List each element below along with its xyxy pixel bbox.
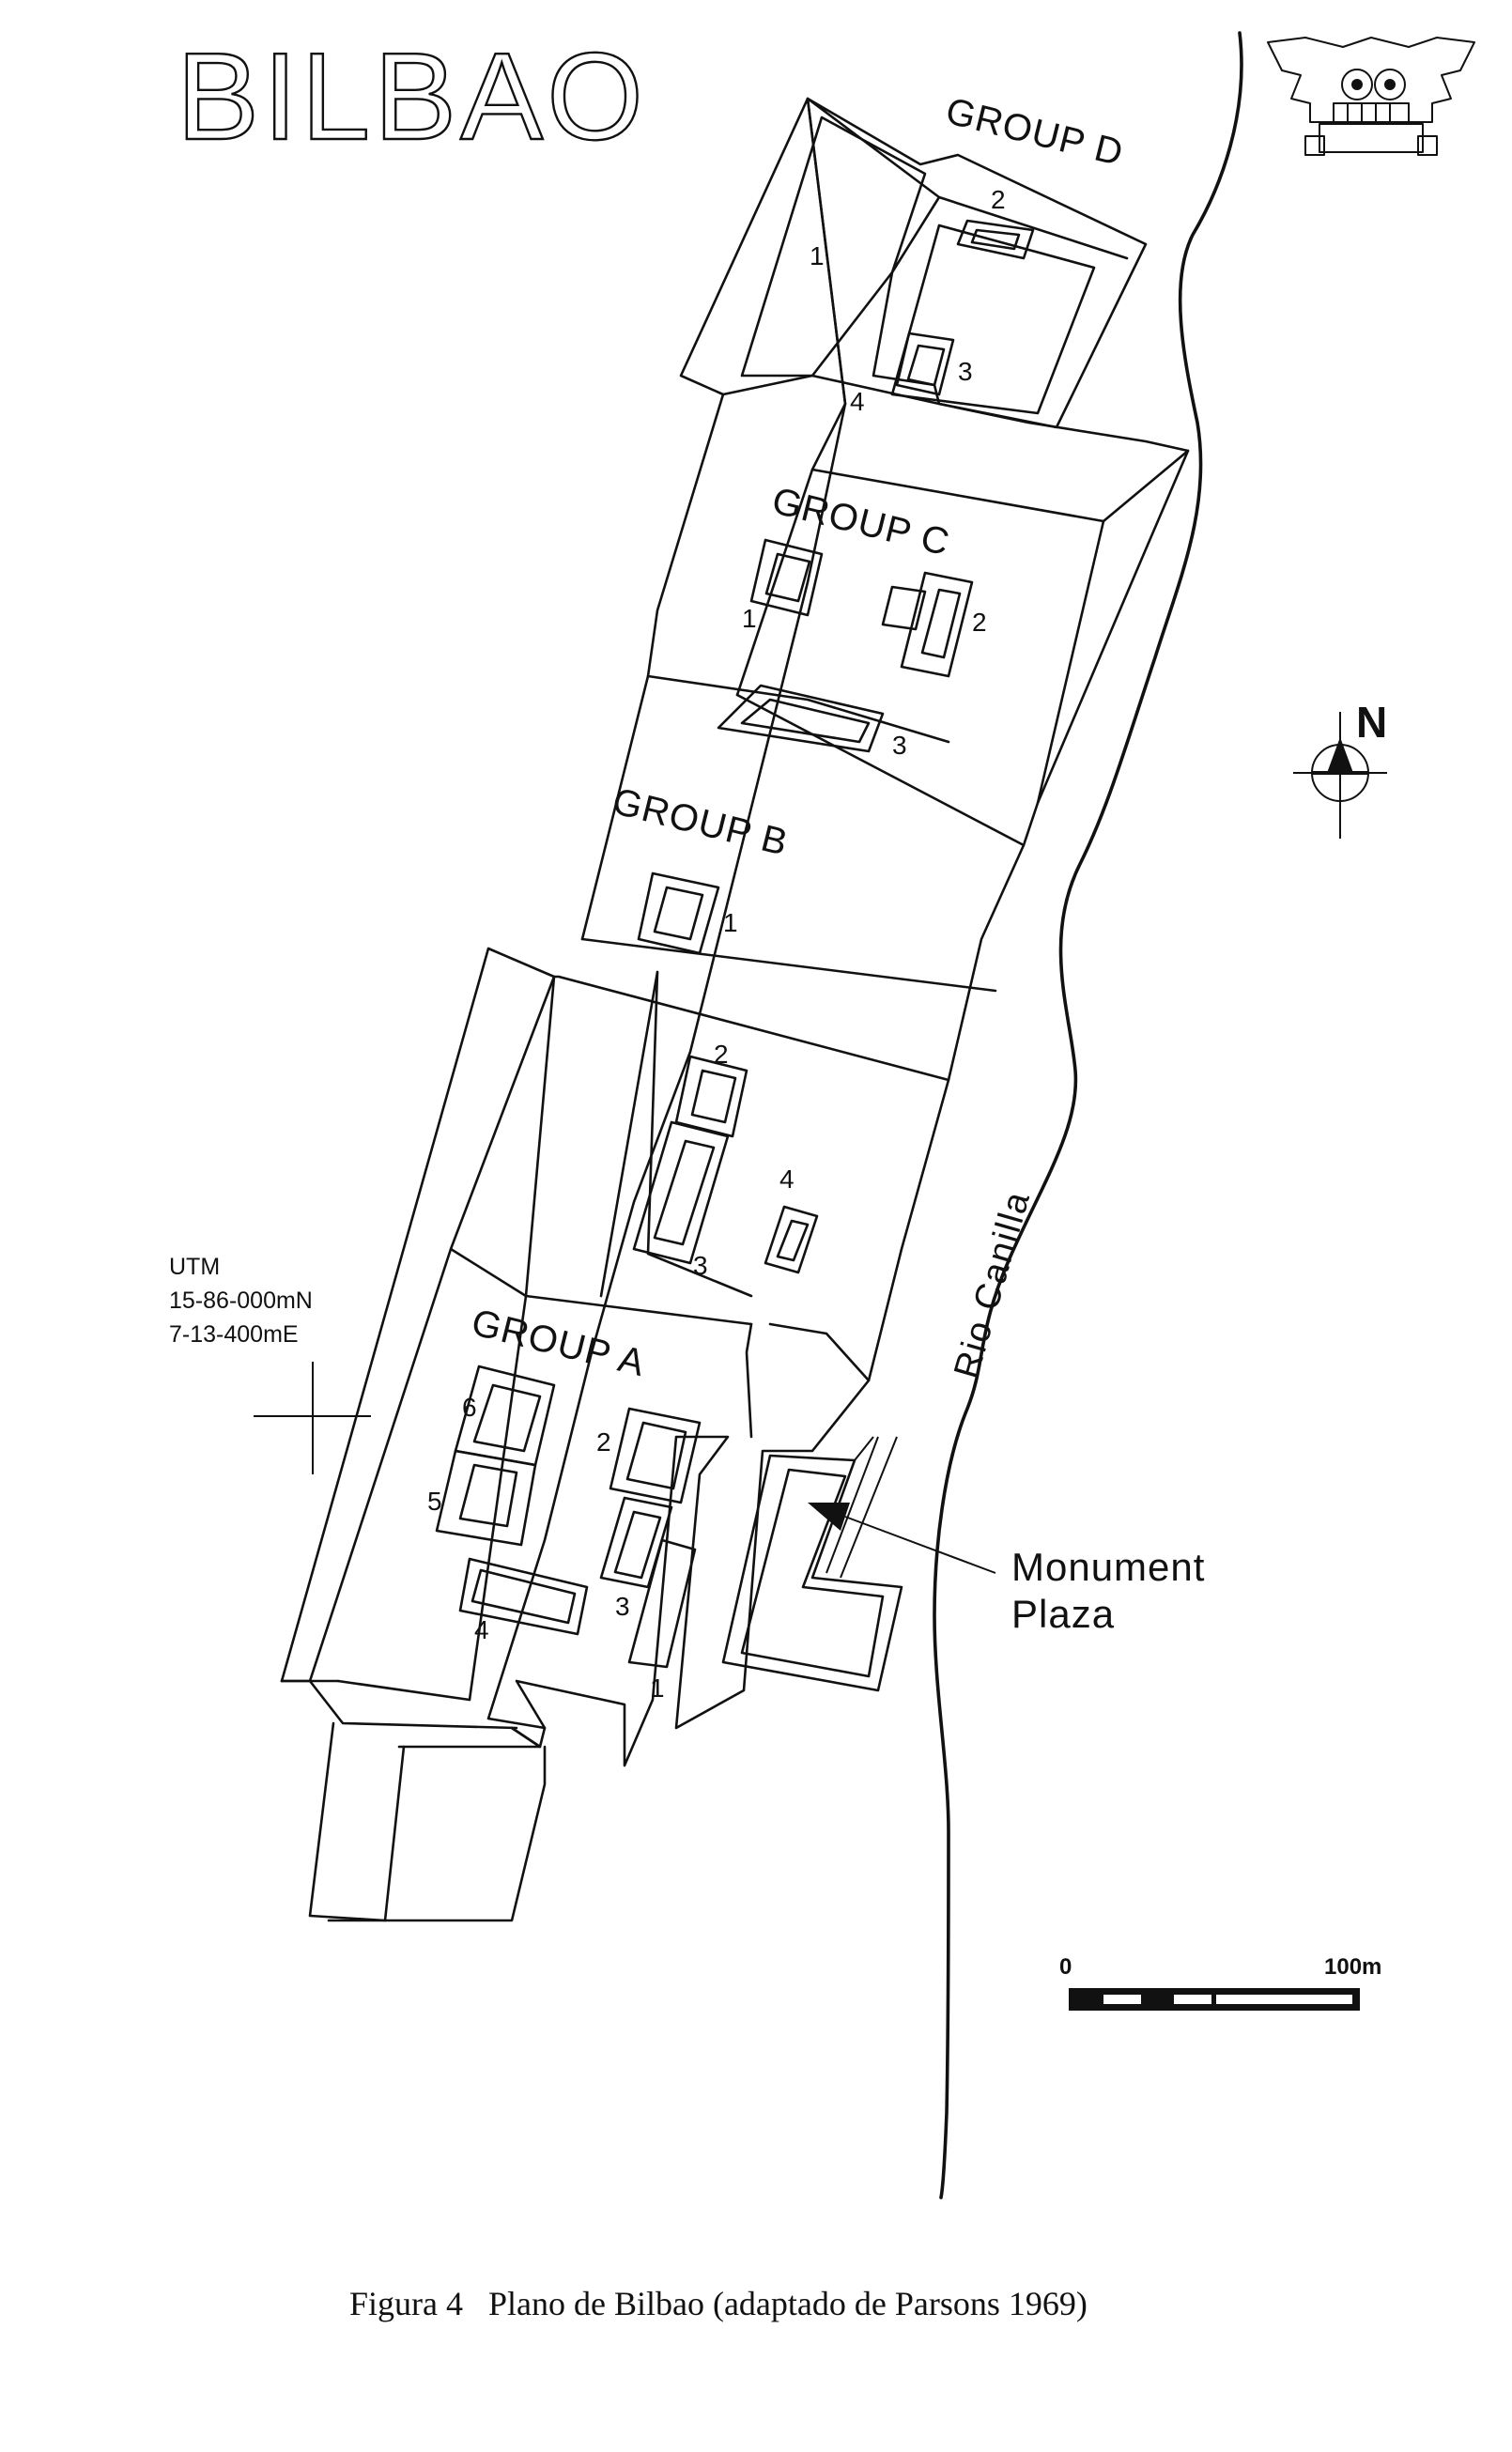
- structure-d1-label: 1: [810, 241, 825, 270]
- map-title: BILBAO: [177, 27, 647, 165]
- utm-reference: UTM 15-86-000mN 7-13-400mE: [169, 1254, 371, 1474]
- structure-d3-label: 3: [958, 357, 973, 386]
- structure-d4-label: 4: [850, 387, 865, 416]
- structure-b4-label: 4: [779, 1164, 795, 1194]
- north-label: N: [1356, 698, 1387, 747]
- utm-line-3: 7-13-400mE: [169, 1321, 299, 1348]
- scale-start-label: 0: [1059, 1954, 1072, 1980]
- mesoamerican-glyph-logo-icon: [1267, 37, 1475, 156]
- river-label: Rio Canilla: [947, 1186, 1038, 1382]
- structure-c2-label: 2: [972, 608, 987, 637]
- plaza-label-line-2: Plaza: [1011, 1592, 1115, 1636]
- scale-bar: 0 100m: [1059, 1954, 1381, 2011]
- north-arrow-icon: [1293, 712, 1387, 839]
- utm-line-2: 15-86-000mN: [169, 1288, 313, 1314]
- group-d: [740, 97, 1148, 429]
- monument-plaza: [721, 1436, 903, 1692]
- utm-crosshair-icon: [254, 1362, 371, 1474]
- structure-c1-label: 1: [742, 604, 757, 633]
- utm-line-1: UTM: [169, 1254, 220, 1280]
- structure-a4-label: 4: [474, 1615, 489, 1644]
- structure-c3-label: 3: [892, 731, 907, 760]
- main-platform: [280, 97, 1190, 1922]
- structure-b2-label: 2: [714, 1040, 729, 1069]
- group-c: [717, 538, 974, 753]
- scale-end-label: 100m: [1324, 1954, 1381, 1980]
- structure-a5-label: 5: [427, 1487, 442, 1516]
- group-a: [435, 1365, 702, 1669]
- structure-b1-label: 1: [723, 908, 738, 937]
- structure-a6-label: 6: [462, 1393, 477, 1422]
- group-b-label: GROUP B: [609, 780, 793, 864]
- plaza-label-line-1: Monument: [1011, 1545, 1205, 1589]
- group-c-label: GROUP C: [768, 480, 954, 563]
- plaza-pointer-arrow-icon: [808, 1503, 996, 1574]
- structure-a1-label: 1: [650, 1673, 665, 1703]
- structure-a2-label: 2: [596, 1427, 611, 1457]
- structure-d2-label: 2: [991, 185, 1006, 214]
- figure-caption: Figura 4 Plano de Bilbao (adaptado de Pa…: [349, 2285, 1088, 2322]
- structure-a3-label: 3: [615, 1592, 630, 1621]
- structure-b3-label: 3: [693, 1251, 708, 1280]
- group-a-label: GROUP A: [468, 1302, 650, 1384]
- group-b: [632, 871, 819, 1274]
- river-line: [933, 31, 1243, 2199]
